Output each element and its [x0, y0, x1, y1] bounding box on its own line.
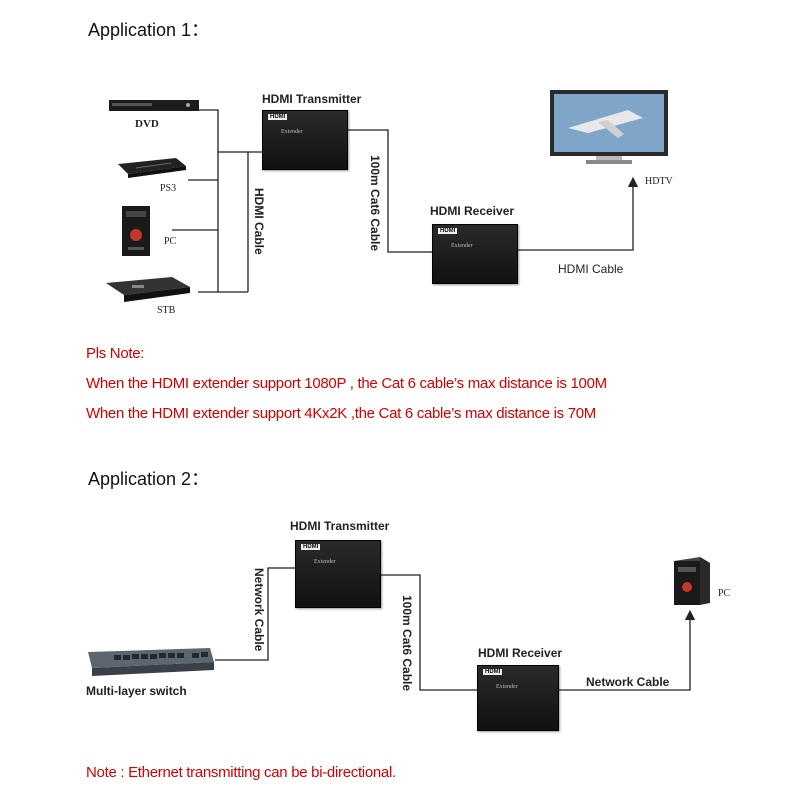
dvd-device — [108, 98, 200, 114]
receiver2-label: HDMI Receiver — [478, 646, 563, 660]
dvd-label: DVD — [135, 118, 159, 130]
stb-device — [102, 275, 192, 303]
note1-heading: Pls Note: — [86, 345, 145, 362]
receiver1-box: HDMI Extender — [432, 224, 518, 284]
device-logo: HDMI — [301, 544, 321, 550]
switch-label: Multi-layer switch — [86, 684, 187, 698]
note1-line1: When the HDMI extender support 1080P , t… — [86, 375, 607, 392]
receiver2-box: HDMI Extender — [477, 665, 559, 731]
cat6-label-1: 100m Cat6 Cable — [368, 155, 382, 252]
network-out-line — [555, 609, 696, 691]
network-in-label: Network Cable — [252, 568, 266, 652]
app1-title: Application 1： — [88, 20, 210, 40]
device-logo: HDMI — [268, 114, 288, 120]
note1-line2: When the HDMI extender support 4Kx2K ,th… — [86, 405, 596, 422]
hdtv-label: HDTV — [645, 176, 673, 187]
transmitter2-box: HDMI Extender — [295, 540, 381, 608]
pc2-label: PC — [718, 588, 731, 599]
pc-device — [120, 205, 152, 257]
device-text: Extender — [496, 684, 518, 690]
device-logo: HDMI — [438, 228, 458, 234]
device-logo: HDMI — [483, 669, 503, 675]
device-text: Extender — [281, 129, 303, 135]
network-out-label: Network Cable — [586, 675, 670, 689]
hdmi-cable-in-label: HDMI Cable — [252, 188, 266, 255]
ps3-device — [116, 156, 188, 178]
stb-label: STB — [157, 305, 176, 316]
transmitter1-box: HDMI Extender — [262, 110, 348, 170]
device-text: Extender — [451, 243, 473, 249]
transmitter1-label: HDMI Transmitter — [262, 92, 362, 106]
hdmi-cable-out-label: HDMI Cable — [558, 262, 624, 276]
hdmi-out-line — [515, 176, 639, 251]
device-text: Extender — [314, 559, 336, 565]
receiver1-label: HDMI Receiver — [430, 204, 515, 218]
cat6-line-2 — [380, 574, 477, 691]
ps3-label: PS3 — [160, 183, 177, 194]
cat6-label-2: 100m Cat6 Cable — [400, 595, 414, 692]
pc-label: PC — [164, 236, 177, 247]
switch-device — [84, 644, 216, 678]
app2-title: Application 2： — [88, 469, 210, 489]
switch-line — [215, 567, 295, 661]
hdtv-device — [548, 88, 670, 170]
transmitter2-label: HDMI Transmitter — [290, 519, 390, 533]
dvd-line — [198, 109, 219, 293]
pc2-device — [670, 555, 712, 607]
cat6-line-1 — [345, 129, 432, 253]
note2: Note : Ethernet transmitting can be bi-d… — [86, 764, 396, 781]
